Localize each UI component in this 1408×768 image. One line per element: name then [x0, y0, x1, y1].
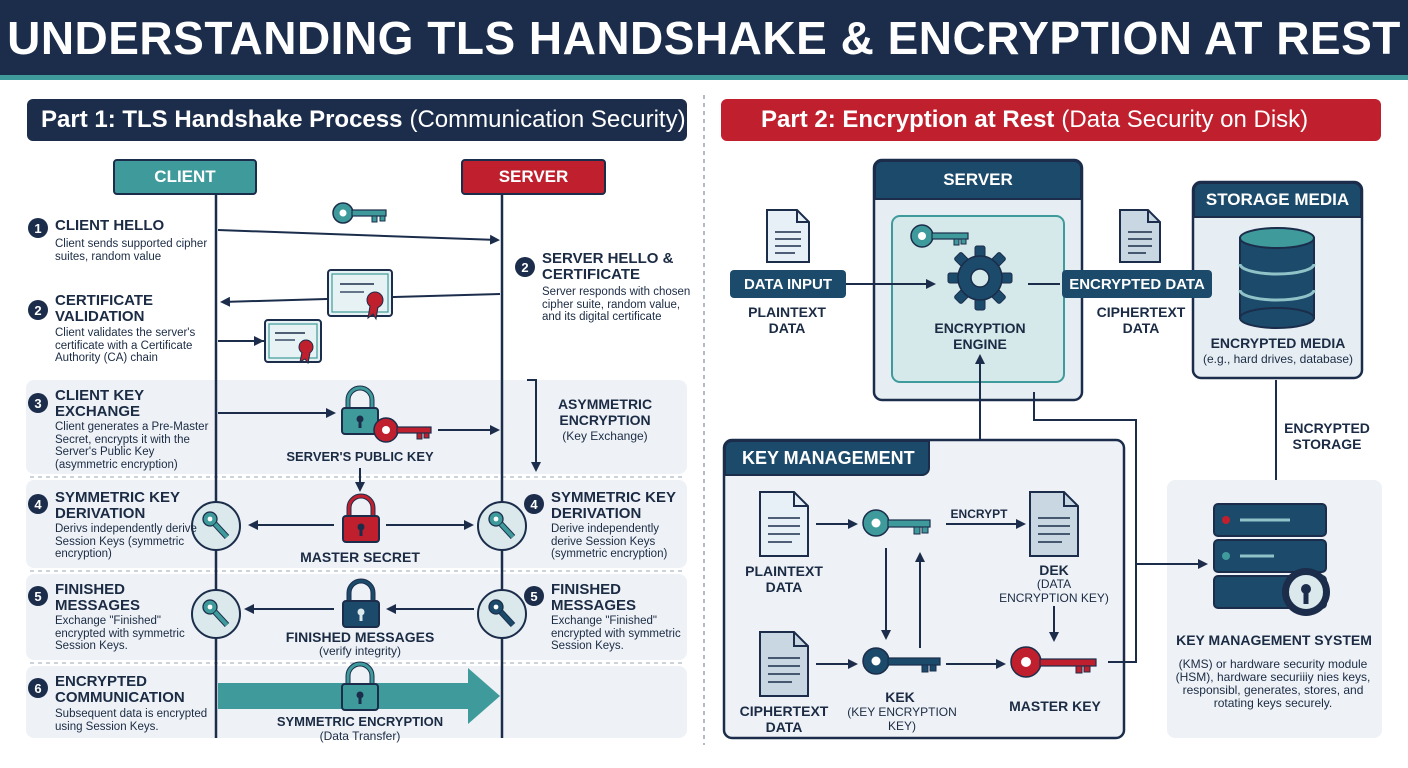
step-title: ENCRYPTED COMMUNICATION — [55, 673, 185, 706]
session-key-icon — [191, 589, 241, 639]
asymmetric-sublabel: (Key Exchange) — [562, 429, 648, 443]
title-bar: UNDERSTANDING TLS HANDSHAKE & ENCRYPTION… — [0, 0, 1408, 80]
step-title: FINISHED MESSAGES — [55, 581, 141, 614]
gear-icon — [947, 245, 1013, 311]
step-number: 1 — [28, 218, 48, 238]
session-key-icon — [477, 589, 527, 639]
certificate-icon — [264, 319, 322, 365]
lock-gear-icon — [1282, 568, 1330, 616]
step-desc: Client sends supported cipher suites, ra… — [55, 238, 208, 263]
red-key-icon — [373, 417, 432, 443]
plaintext-data-label: PLAINTEXT DATA — [748, 304, 826, 336]
data-transfer-label: (Data Transfer) — [319, 729, 401, 743]
kek-label: KEK — [885, 689, 915, 705]
step-number: 4 — [524, 494, 544, 514]
master-secret-label: MASTER SECRET — [300, 549, 420, 565]
session-key-icon — [191, 501, 241, 551]
finished-messages-label: FINISHED MESSAGES — [285, 629, 435, 645]
kms-description: (KMS) or hardware security module (HSM),… — [1175, 657, 1371, 710]
document-icon — [766, 209, 810, 263]
symmetric-encryption-label: SYMMETRIC ENCRYPTION — [276, 714, 444, 729]
encryption-engine-label: ENCRYPTION ENGINE — [934, 320, 1026, 352]
part1-label: Part 1: TLS Handshake Process — [41, 106, 403, 133]
step-title: CLIENT HELLO — [55, 217, 165, 234]
encrypted-data-badge: ENCRYPTED DATA — [1062, 270, 1212, 298]
server-header: SERVER — [461, 159, 606, 195]
encrypt-label: ENCRYPT — [950, 507, 1008, 521]
step-number: 5 — [524, 586, 544, 606]
step-title: SERVER HELLO & CERTIFICATE — [542, 250, 674, 283]
part1-header: Part 1: TLS Handshake Process (Communica… — [27, 99, 687, 141]
encrypted-storage-label: ENCRYPTED STORAGE — [1284, 420, 1370, 452]
master-secret-padlock-icon — [342, 493, 380, 543]
step-desc: Subsequent data is encrypted using Sessi… — [55, 708, 208, 733]
step-desc: Exchange "Finished" encrypted with symme… — [55, 615, 185, 652]
master-key-label: MASTER KEY — [1009, 698, 1101, 714]
dek-key-icon — [862, 509, 931, 537]
km-ciphertext-label: CIPHERTEXT DATA — [739, 703, 829, 735]
ciphertext-data-label: CIPHERTEXT DATA — [1096, 304, 1186, 336]
session-key-icon — [477, 501, 527, 551]
step-title: SYMMETRIC KEY DERIVATION — [551, 489, 676, 522]
step-desc: Client generates a Pre-Master Secret, en… — [55, 421, 209, 471]
page-title: UNDERSTANDING TLS HANDSHAKE & ENCRYPTION… — [7, 11, 1401, 64]
part1-sublabel: (Communication Security) — [409, 106, 686, 133]
teal-key-icon — [910, 224, 969, 248]
step-desc: Exchange "Finished" encrypted with symme… — [551, 615, 681, 652]
storage-media-header: STORAGE MEDIA — [1193, 182, 1362, 218]
dek-label: DEK — [1039, 562, 1069, 578]
part2-sublabel: (Data Security on Disk) — [1061, 106, 1309, 133]
document-icon — [759, 491, 809, 557]
servers-public-key-label: SERVER'S PUBLIC KEY — [286, 449, 434, 464]
step-number: 5 — [28, 586, 48, 606]
teal-key-icon — [332, 202, 387, 224]
asymmetric-label: ASYMMETRIC ENCRYPTION — [557, 396, 653, 428]
finished-padlock-icon — [342, 578, 380, 628]
step-title: CLIENT KEY EXCHANGE — [55, 387, 144, 420]
kek-key-icon — [862, 647, 941, 675]
transfer-padlock-icon — [341, 661, 379, 711]
server-box-header: SERVER — [874, 160, 1082, 200]
step-number: 3 — [28, 393, 48, 413]
encrypted-media-sublabel: (e.g., hard drives, database) — [1202, 352, 1354, 366]
encrypted-document-icon — [759, 631, 809, 697]
step-desc: Client validates the server's certificat… — [55, 327, 196, 364]
verify-integrity-label: (verify integrity) — [318, 644, 401, 658]
step-number: 2 — [28, 300, 48, 320]
kms-title: KEY MANAGEMENT SYSTEM — [1176, 632, 1372, 648]
km-plaintext-label: PLAINTEXT DATA — [745, 563, 823, 595]
step-title: FINISHED MESSAGES — [551, 581, 637, 614]
dek-sublabel: (DATA ENCRYPTION KEY) — [999, 577, 1109, 605]
dek-document-icon — [1029, 491, 1079, 557]
client-header: CLIENT — [113, 159, 257, 195]
server-rack-icon — [1213, 503, 1327, 609]
step-desc: Server responds with chosen cipher suite… — [542, 286, 691, 323]
encrypted-media-label: ENCRYPTED MEDIA — [1210, 335, 1346, 351]
step-number: 6 — [28, 678, 48, 698]
kek-sublabel: (KEY ENCRYPTION KEY) — [847, 705, 957, 733]
master-key-icon — [1010, 646, 1097, 678]
step-desc: Derivs independently derive Session Keys… — [55, 523, 197, 560]
database-icon — [1238, 227, 1316, 329]
certificate-icon — [327, 269, 393, 321]
data-input-badge: DATA INPUT — [730, 270, 846, 298]
encrypted-document-icon — [1119, 209, 1161, 263]
step-desc: Derive independently derive Session Keys… — [551, 523, 668, 560]
step-number: 4 — [28, 494, 48, 514]
key-management-header: KEY MANAGEMENT — [724, 440, 930, 476]
part2-label: Part 2: Encryption at Rest — [761, 106, 1055, 133]
step-title: CERTIFICATE VALIDATION — [55, 292, 154, 325]
step-number: 2 — [515, 257, 535, 277]
step-title: SYMMETRIC KEY DERIVATION — [55, 489, 180, 522]
part2-header: Part 2: Encryption at Rest (Data Securit… — [721, 99, 1381, 141]
